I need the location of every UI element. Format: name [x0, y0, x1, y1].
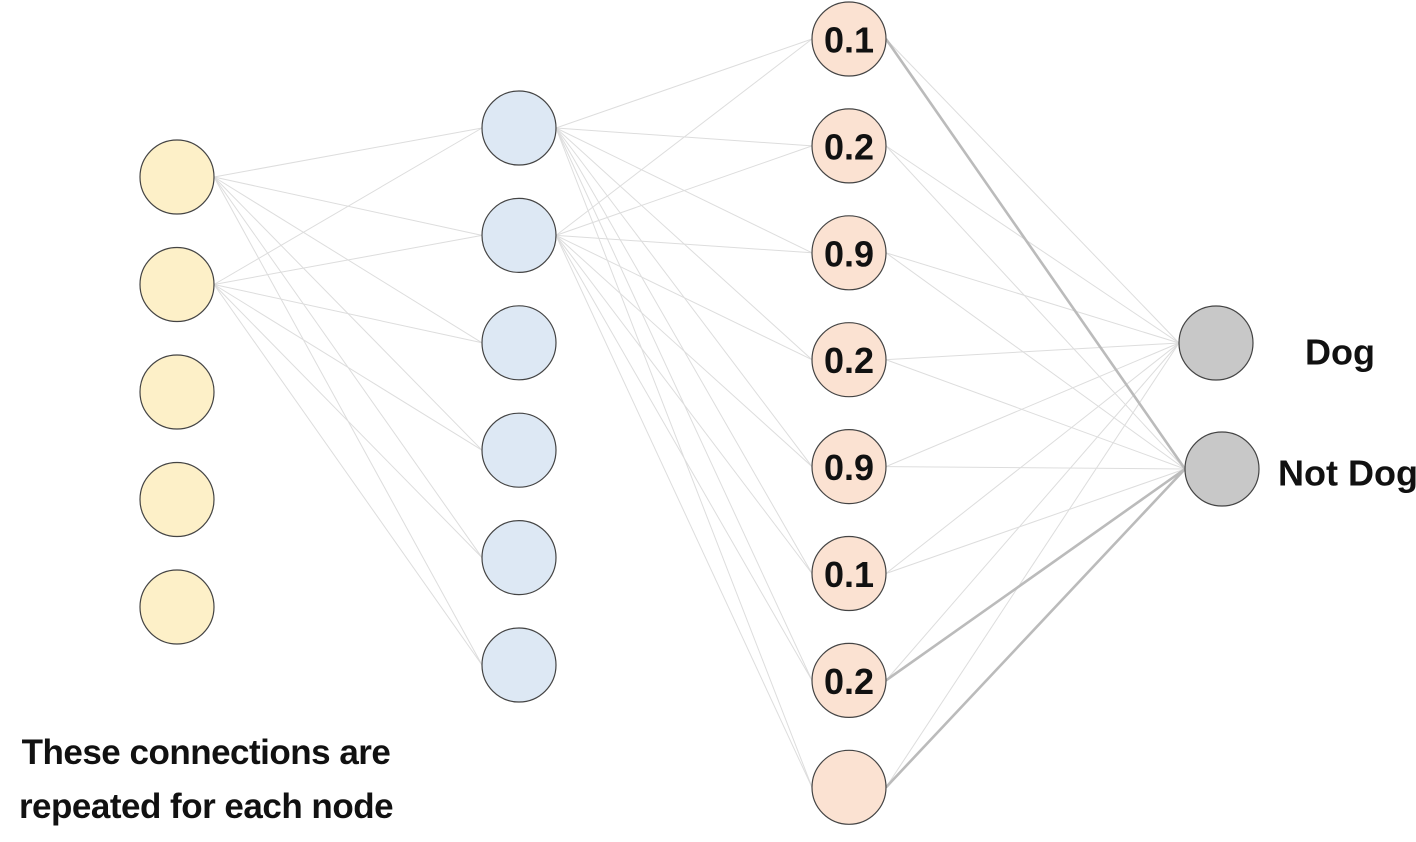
diagram-caption: These connections are repeated for each … [6, 726, 406, 834]
connection-line [555, 235, 813, 467]
connection-line [555, 234, 813, 361]
input-node [139, 569, 215, 645]
connection-line [213, 284, 483, 451]
node-activation-value: 0.1 [824, 554, 874, 595]
connection-line [213, 284, 483, 344]
hidden-layer-1-node [481, 197, 557, 273]
input-node [139, 354, 215, 430]
connection-line [885, 342, 1180, 574]
hidden-layer-2-node [811, 642, 887, 719]
input-node [139, 246, 215, 323]
connection-line [213, 234, 483, 285]
connection-line [213, 284, 483, 558]
node-activation-value: 0.1 [824, 20, 874, 61]
connection-line [555, 38, 813, 129]
connection-line [555, 235, 813, 681]
hidden-layer-2-node [811, 749, 887, 825]
highlighted-connection-line [885, 467, 1186, 682]
connection-line [885, 342, 1180, 361]
connection-line [555, 235, 813, 574]
connection-line [213, 127, 483, 285]
node-activation-value: 0.9 [824, 233, 874, 274]
output-node [1178, 305, 1254, 381]
node-activation-value: 0.2 [824, 661, 874, 702]
caption-line-1: These connections are [21, 733, 391, 772]
connection-line [885, 38, 1180, 344]
hidden-layer-2-node [811, 215, 887, 291]
connection-line [555, 234, 813, 254]
hidden-layer-1-node [481, 627, 557, 703]
connection-line [885, 252, 1186, 470]
hidden-layer-1-node [481, 90, 557, 166]
connection-line [885, 466, 1186, 470]
connection-line [885, 145, 1186, 470]
connection-line [555, 235, 813, 788]
connection-line [213, 284, 483, 666]
output-node [1184, 431, 1260, 507]
input-node [139, 461, 215, 538]
hidden-layer-2-node [811, 535, 887, 612]
connection-line [885, 252, 1180, 344]
output-label: Dog [1305, 332, 1375, 373]
highlighted-connection-line [885, 468, 1186, 789]
hidden-layer-2-node [811, 108, 887, 184]
connection-line [885, 342, 1180, 788]
output-label: Not Dog [1278, 453, 1416, 494]
network-nodes: 0.1 0.2 0.9 0.2 0.9 0.1 0.2 [139, 1, 1260, 825]
connection-line [885, 342, 1180, 468]
caption-line-2: repeated for each node [18, 787, 394, 826]
connection-line [555, 145, 813, 236]
connection-line [213, 127, 483, 178]
hidden-layer-2-node [811, 322, 887, 398]
highlighted-connection-lines [884, 38, 1187, 789]
hidden-layer-1-node [481, 519, 557, 596]
node-activation-value: 0.2 [824, 126, 874, 167]
hidden-layer-2-node [811, 429, 887, 505]
hidden-layer-1-node [481, 412, 557, 488]
connection-line [885, 342, 1180, 681]
connection-line [885, 359, 1186, 470]
node-activation-value: 0.2 [824, 340, 874, 381]
connection-line [885, 468, 1186, 574]
highlighted-connection-line [884, 38, 1187, 470]
input-node [139, 139, 215, 215]
hidden-layer-2-node [811, 1, 887, 77]
hidden-layer-1-node [481, 305, 557, 381]
connection-lines [213, 38, 1186, 788]
connection-line [555, 38, 813, 236]
connection-line [885, 145, 1180, 344]
node-activation-value: 0.9 [824, 447, 874, 488]
